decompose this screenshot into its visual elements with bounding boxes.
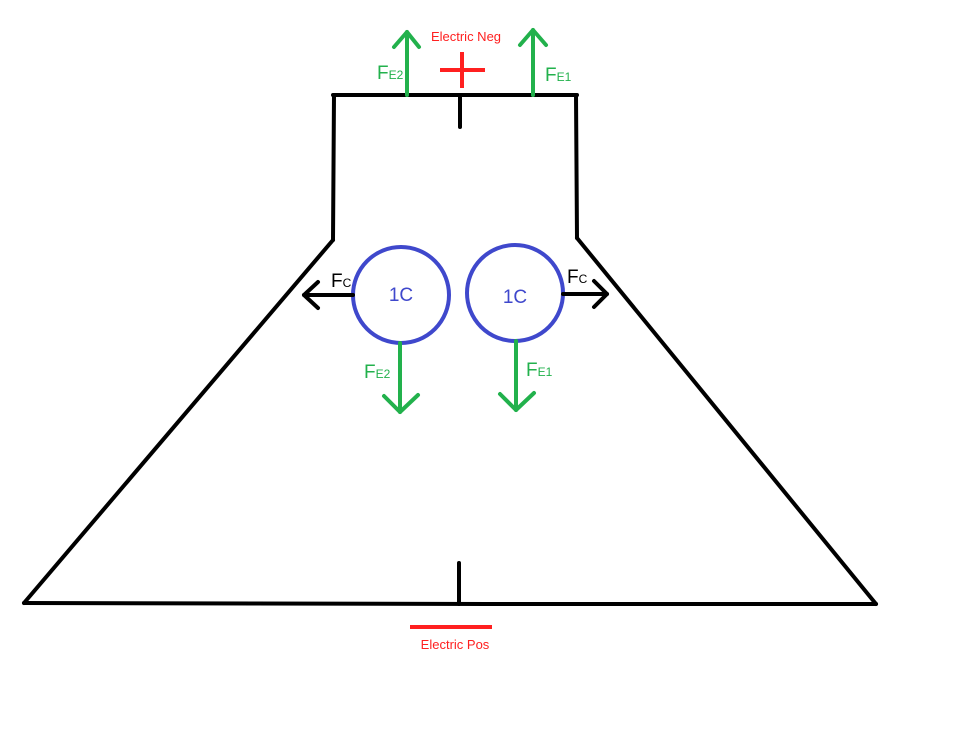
fe1-up-arrow: [518, 28, 548, 97]
fe2-down-arrow: [382, 341, 420, 414]
container-frame: [22, 93, 878, 606]
frame-right-upper-wall: [574, 93, 579, 240]
fe1-top-label: FE1: [545, 65, 572, 86]
frame-left-upper-wall: [331, 93, 336, 242]
fe2-down-arrow-head: [382, 393, 420, 414]
fc-left-arrow-head: [302, 280, 320, 310]
fc-left-arrow: [302, 280, 355, 310]
fe1-down-arrow-head: [498, 391, 536, 412]
fe2-up-arrow: [392, 30, 421, 97]
electric-pos-label: Electric Pos: [421, 637, 490, 652]
fe1-down-arrow: [498, 339, 536, 412]
fe1-up-arrow-head: [518, 28, 548, 47]
fe2-bottom-label: FE2: [364, 362, 391, 383]
frame-left-slope: [22, 238, 335, 605]
left-charge-label: 1C: [389, 285, 413, 306]
fc-right-arrow-head: [592, 279, 609, 309]
fe2-up-arrow-head: [392, 30, 421, 49]
negative-terminal-symbol: [440, 52, 485, 88]
frame-right-slope: [575, 236, 878, 606]
fc-left-label: FC: [331, 271, 352, 292]
right-charge-label: 1C: [503, 287, 527, 308]
fe1-bottom-label: FE1: [526, 360, 553, 381]
frame-bottom-edge-left: [22, 601, 489, 606]
fc-right-label: FC: [567, 267, 588, 288]
electric-neg-label: Electric Neg: [431, 29, 501, 44]
fe2-top-label: FE2: [377, 63, 404, 84]
fc-right-arrow: [561, 279, 609, 309]
